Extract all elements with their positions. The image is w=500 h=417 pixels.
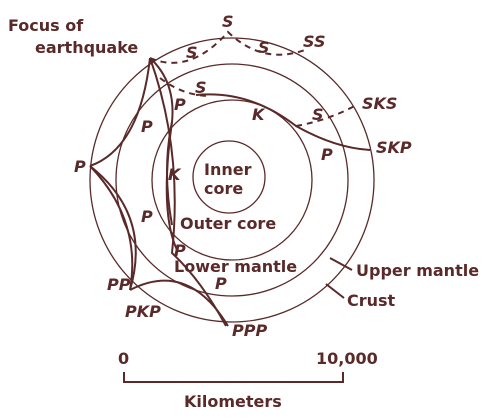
wave-label-s-top: S <box>222 12 234 31</box>
wave-label-pp: PP <box>107 275 131 294</box>
wave-label-p-focus: P <box>74 157 86 176</box>
scale-end-label: 10,000 <box>316 349 378 368</box>
inner-core-label-line1: Inner <box>204 160 252 179</box>
scale-start-label: 0 <box>118 349 129 368</box>
wave-label-p-c: P <box>141 207 153 226</box>
ppp-ray-b <box>129 279 229 327</box>
outer-core-ring <box>151 99 313 261</box>
wave-label-k-upper: K <box>252 105 266 124</box>
skp-ray <box>195 93 371 151</box>
wave-label-sks: SKS <box>362 94 397 113</box>
scale-unit-label: Kilometers <box>184 392 282 411</box>
outer-core-label: Outer core <box>180 214 276 233</box>
wave-label-skp: SKP <box>376 138 412 157</box>
upper-mantle-label: Upper mantle <box>356 261 479 280</box>
focus-label-line2: earthquake <box>35 38 138 57</box>
s-dashed-mid <box>159 77 209 97</box>
wave-label-s-sks: S <box>312 105 324 124</box>
wave-label-ppp: PPP <box>232 321 267 340</box>
inner-core-label-line2: core <box>204 179 243 198</box>
upper-mantle-ring <box>115 63 349 297</box>
pkp-ray <box>149 57 227 327</box>
sks-dashed <box>295 103 359 127</box>
pp-ray <box>89 165 137 291</box>
wave-label-p-e: P <box>215 274 227 293</box>
ppp-ray-a <box>89 165 134 291</box>
upper-mantle-pointer <box>329 257 353 271</box>
wave-label-pkp: PKP <box>125 302 161 321</box>
wave-label-s-right: S <box>258 38 270 57</box>
wave-label-s-left: S <box>186 43 198 62</box>
crust-label: Crust <box>347 291 396 310</box>
lower-mantle-label: Lower mantle <box>174 257 297 276</box>
wave-label-p-upper-left: P <box>141 117 153 136</box>
wave-label-ss: SS <box>303 32 325 51</box>
crust-pointer <box>325 283 345 299</box>
crust-ring <box>89 37 375 323</box>
wave-label-k-left: K <box>168 165 182 184</box>
wave-label-p-b: P <box>321 145 333 164</box>
wave-label-p-d: P <box>174 241 186 260</box>
k-ray-down <box>165 121 179 253</box>
focus-label-line1: Focus of <box>8 16 84 35</box>
inner-core-ring <box>192 140 266 214</box>
p-ray-focus <box>89 57 151 167</box>
scale-bar <box>123 372 344 383</box>
p-ray-short <box>149 57 174 123</box>
wave-label-p-a: P <box>174 95 186 114</box>
s-ss-dashed-path <box>149 30 306 64</box>
wave-label-s-mid: S <box>195 78 207 97</box>
